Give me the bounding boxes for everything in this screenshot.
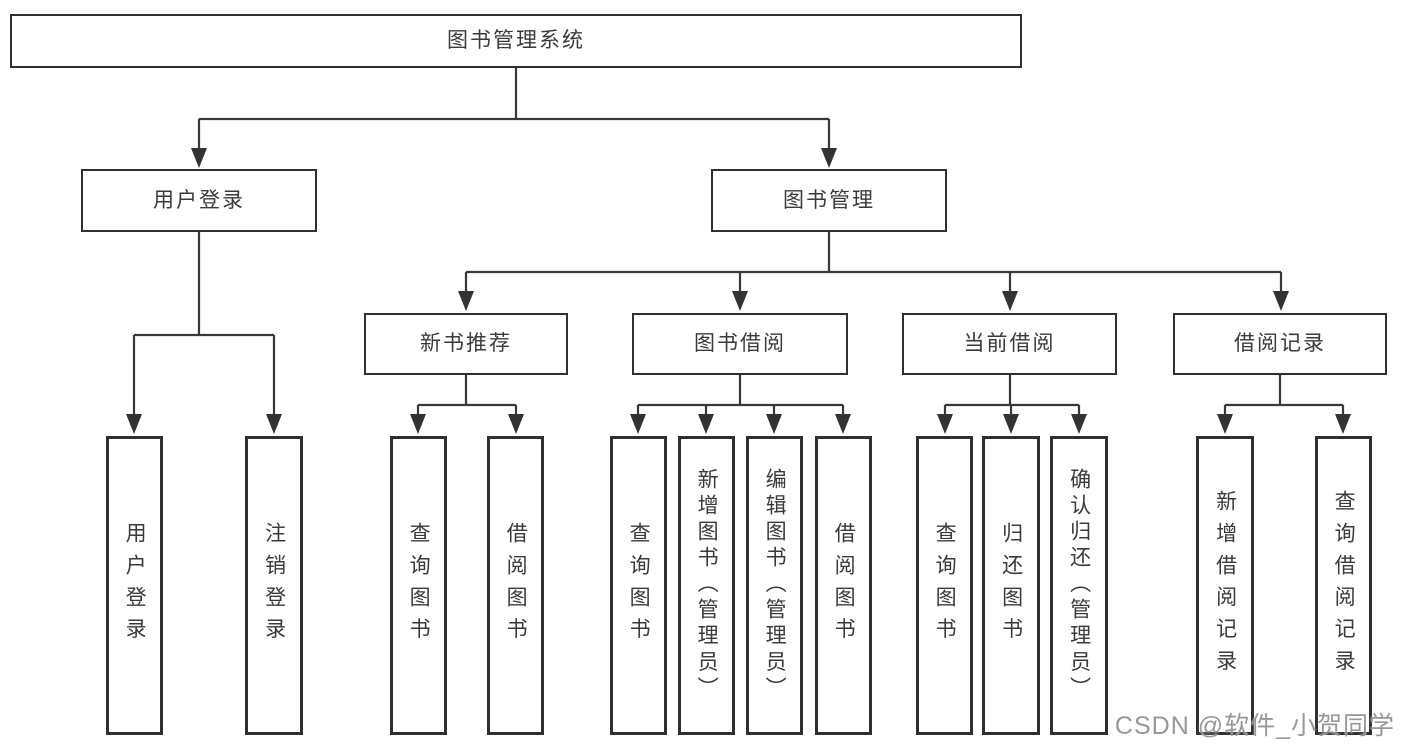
node-current-borrow: 当前借阅	[902, 313, 1117, 375]
leaf-query-books-2: 查询图书	[610, 436, 667, 735]
leaf-add-borrow-record: 新增借阅记录	[1196, 436, 1254, 735]
node-book-management: 图书管理	[711, 169, 947, 232]
connector-lines	[132, 68, 1345, 418]
node-root: 图书管理系统	[10, 14, 1022, 68]
node-book-borrow: 图书借阅	[632, 313, 848, 375]
leaf-borrow-books-2: 借阅图书	[815, 436, 872, 735]
leaf-return-book: 归还图书	[982, 436, 1040, 735]
leaf-user-login: 用户登录	[106, 436, 163, 735]
leaf-confirm-return-admin: 确认归还（管理员）	[1050, 436, 1108, 735]
leaf-query-books-3: 查询图书	[916, 436, 973, 735]
node-user-login: 用户登录	[81, 169, 317, 232]
node-new-book-recommend: 新书推荐	[364, 313, 568, 375]
leaf-borrow-books-1: 借阅图书	[487, 436, 544, 735]
leaf-logout: 注销登录	[245, 436, 303, 735]
leaf-query-borrow-record: 查询借阅记录	[1315, 436, 1372, 735]
csdn-watermark: CSDN @软件_小贺同学	[1114, 712, 1395, 740]
leaf-query-books-1: 查询图书	[390, 436, 447, 735]
leaf-add-book-admin: 新增图书（管理员）	[678, 436, 735, 735]
node-borrow-records: 借阅记录	[1173, 313, 1387, 375]
leaf-edit-book-admin: 编辑图书（管理员）	[746, 436, 803, 735]
arrowhead-icons	[126, 148, 1351, 434]
